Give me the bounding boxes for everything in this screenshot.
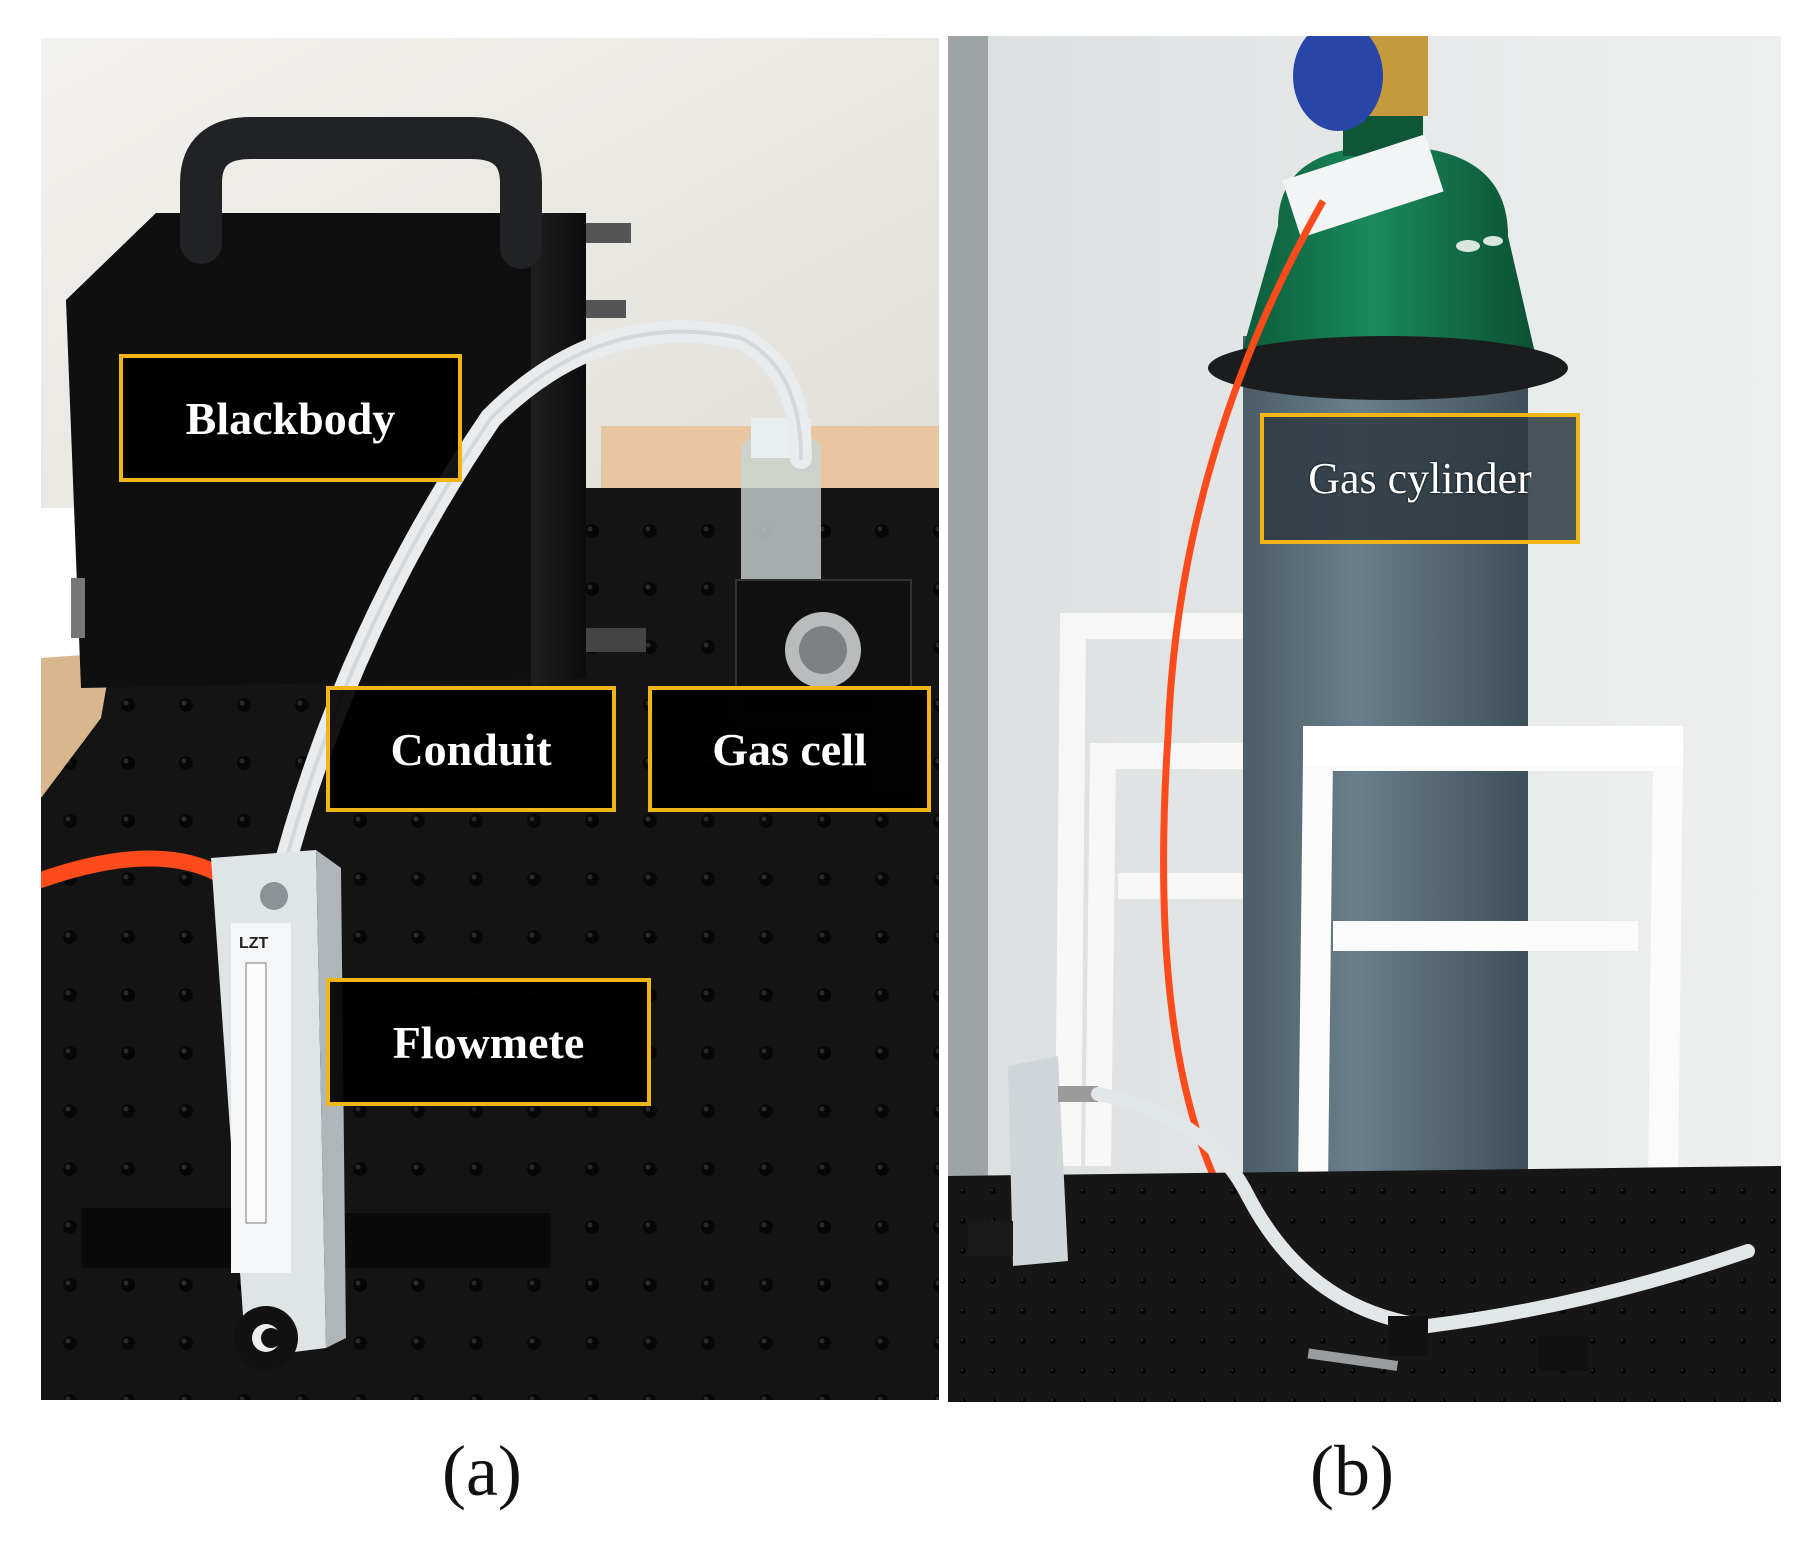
label-flowmeter-text: Flowmete <box>392 1016 585 1068</box>
photo-panel-b: Gas cylinder <box>948 36 1781 1402</box>
caption-b: (b) <box>1310 1431 1394 1511</box>
label-flowmeter: Flowmete <box>326 978 651 1106</box>
label-gas-cylinder: Gas cylinder <box>1260 413 1580 544</box>
label-conduit-text: Conduit <box>390 723 552 775</box>
label-gas-cell-text: Gas cell <box>712 723 867 775</box>
flowmeter-brand: LZT <box>239 935 269 952</box>
photo-panel-a: LZT Blackbody Conduit Gas cell Flowmete <box>41 38 939 1400</box>
label-conduit: Conduit <box>326 686 616 812</box>
label-blackbody: Blackbody <box>119 354 462 482</box>
label-gas-cylinder-text: Gas cylinder <box>1308 454 1532 503</box>
label-gas-cell: Gas cell <box>648 686 931 812</box>
orange-tube <box>41 850 234 888</box>
caption-a: (a) <box>442 1431 522 1511</box>
flowmeter-device <box>968 1056 1098 1266</box>
gas-cylinder-photo <box>948 36 1781 1402</box>
label-blackbody-text: Blackbody <box>185 392 396 444</box>
